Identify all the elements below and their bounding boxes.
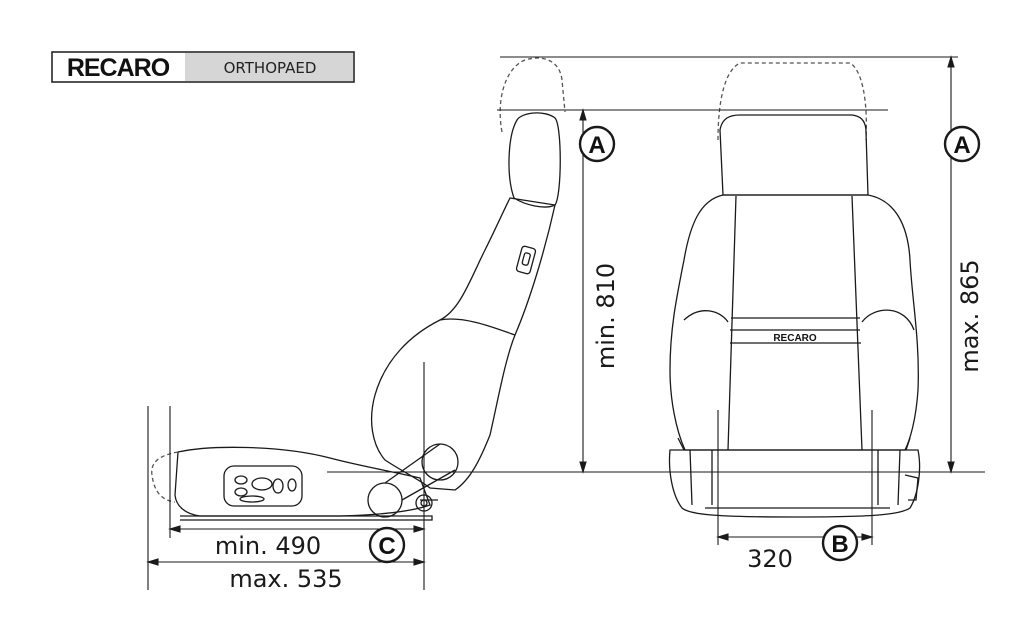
front-headrest [719, 114, 869, 196]
side-view-seat [151, 57, 566, 521]
marker-a-front: A [943, 125, 981, 163]
side-seat-rail [180, 515, 433, 521]
svg-text:B: B [831, 531, 848, 558]
marker-b: B [821, 524, 859, 562]
front-seat-cushion [668, 449, 921, 518]
marker-c: C [368, 526, 406, 564]
side-backrest [370, 197, 556, 491]
side-control-panel [223, 465, 303, 507]
marker-a-side: A [578, 125, 616, 163]
model-box [185, 53, 353, 81]
front-backrest [669, 194, 919, 451]
brand-header: RECARO ORTHOPAED [51, 51, 355, 83]
model-name: ORTHOPAED [224, 59, 317, 77]
cushion-extension-outline [151, 451, 179, 503]
svg-text:C: C [378, 533, 395, 560]
lumbar-knob [515, 245, 537, 275]
brand-logo: RECARO [67, 54, 170, 82]
recline-pivot-lower [367, 482, 403, 518]
front-view-seat: RECARO [668, 62, 921, 518]
side-headrest-raised-outline [499, 57, 566, 133]
height-min-label: min. 810 [592, 263, 620, 369]
width-label: 320 [747, 545, 793, 573]
recline-pivot-upper [421, 443, 459, 481]
front-headrest-raised-outline [717, 62, 868, 141]
height-max-label: max. 865 [956, 259, 984, 372]
svg-text:A: A [953, 132, 970, 159]
front-dimension-lines [500, 55, 958, 545]
depth-min-label: min. 490 [215, 532, 321, 560]
depth-max-label: max. 535 [229, 565, 342, 593]
side-seat-cushion [174, 446, 431, 517]
seat-logo: RECARO [773, 333, 817, 344]
svg-text:A: A [588, 132, 605, 159]
side-dimension-lines [146, 108, 985, 590]
side-headrest [508, 112, 561, 208]
